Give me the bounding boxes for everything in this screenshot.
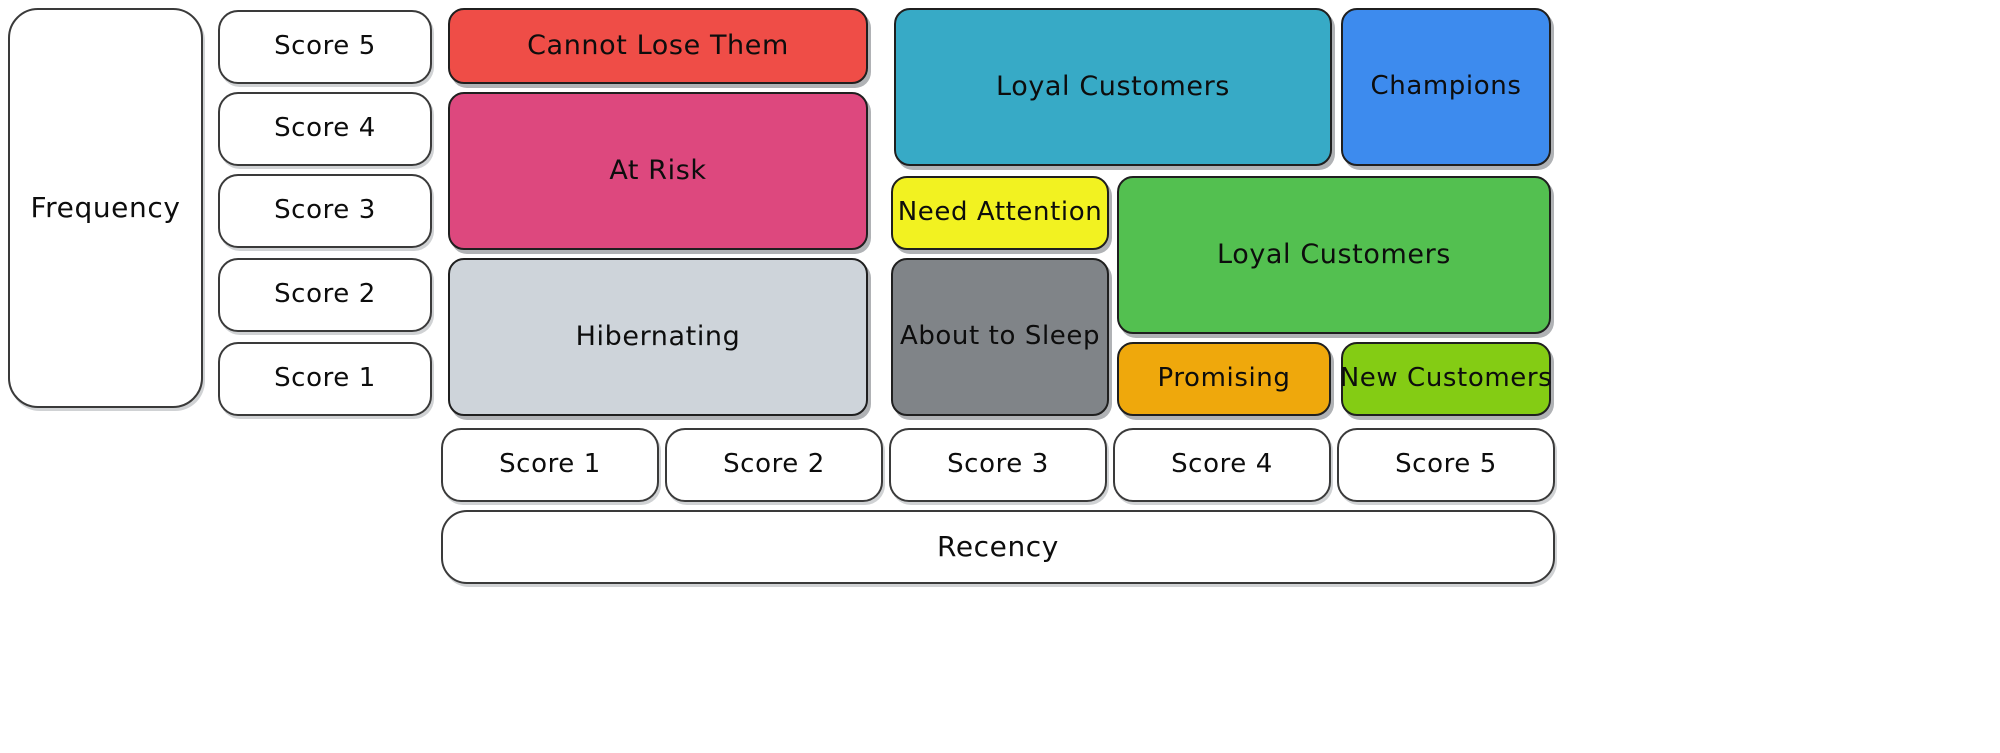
segment-about-to-sleep[interactable]: About to Sleep [891,258,1109,416]
recency-score-5-label: Score 5 [1395,449,1497,480]
frequency-score-4[interactable]: Score 4 [218,92,432,166]
recency-score-5[interactable]: Score 5 [1337,428,1555,502]
frequency-score-5[interactable]: Score 5 [218,10,432,84]
segment-loyal-customers-green-label: Loyal Customers [1217,239,1451,271]
recency-score-1[interactable]: Score 1 [441,428,659,502]
segment-need-attention-label: Need Attention [897,197,1103,228]
recency-score-4[interactable]: Score 4 [1113,428,1331,502]
segment-champions-label: Champions [1370,71,1522,102]
segment-new-customers-label: New Customers [1339,363,1553,394]
frequency-score-4-label: Score 4 [274,113,376,144]
recency-score-2[interactable]: Score 2 [665,428,883,502]
recency-axis-label: Recency [441,510,1555,584]
recency-score-3[interactable]: Score 3 [889,428,1107,502]
recency-score-1-label: Score 1 [499,449,601,480]
frequency-score-5-label: Score 5 [274,31,376,62]
segment-new-customers[interactable]: New Customers [1339,342,1553,416]
frequency-score-2-label: Score 2 [274,279,376,310]
recency-score-3-label: Score 3 [947,449,1049,480]
recency-axis-text: Recency [937,529,1059,563]
segment-loyal-customers-teal[interactable]: Loyal Customers [894,8,1332,166]
segment-loyal-customers-green[interactable]: Loyal Customers [1117,176,1551,334]
frequency-score-1[interactable]: Score 1 [218,342,432,416]
segment-at-risk[interactable]: At Risk [448,92,868,250]
frequency-score-3[interactable]: Score 3 [218,174,432,248]
segment-need-attention[interactable]: Need Attention [891,176,1109,250]
segment-cannot-lose-them[interactable]: Cannot Lose Them [448,8,868,84]
segment-promising[interactable]: Promising [1117,342,1331,416]
segment-champions[interactable]: Champions [1341,8,1551,166]
frequency-score-1-label: Score 1 [274,363,376,394]
frequency-axis-text: Frequency [30,190,181,224]
segment-hibernating[interactable]: Hibernating [448,258,868,416]
frequency-axis-label: Frequency [8,8,203,408]
recency-score-2-label: Score 2 [723,449,825,480]
recency-score-4-label: Score 4 [1171,449,1273,480]
segment-loyal-customers-teal-label: Loyal Customers [996,71,1230,103]
segment-hibernating-label: Hibernating [575,321,741,353]
frequency-score-2[interactable]: Score 2 [218,258,432,332]
segment-cannot-lose-them-label: Cannot Lose Them [527,30,789,62]
segment-at-risk-label: At Risk [609,155,707,187]
segment-about-to-sleep-label: About to Sleep [899,321,1101,352]
frequency-score-3-label: Score 3 [274,195,376,226]
segment-promising-label: Promising [1157,363,1291,394]
